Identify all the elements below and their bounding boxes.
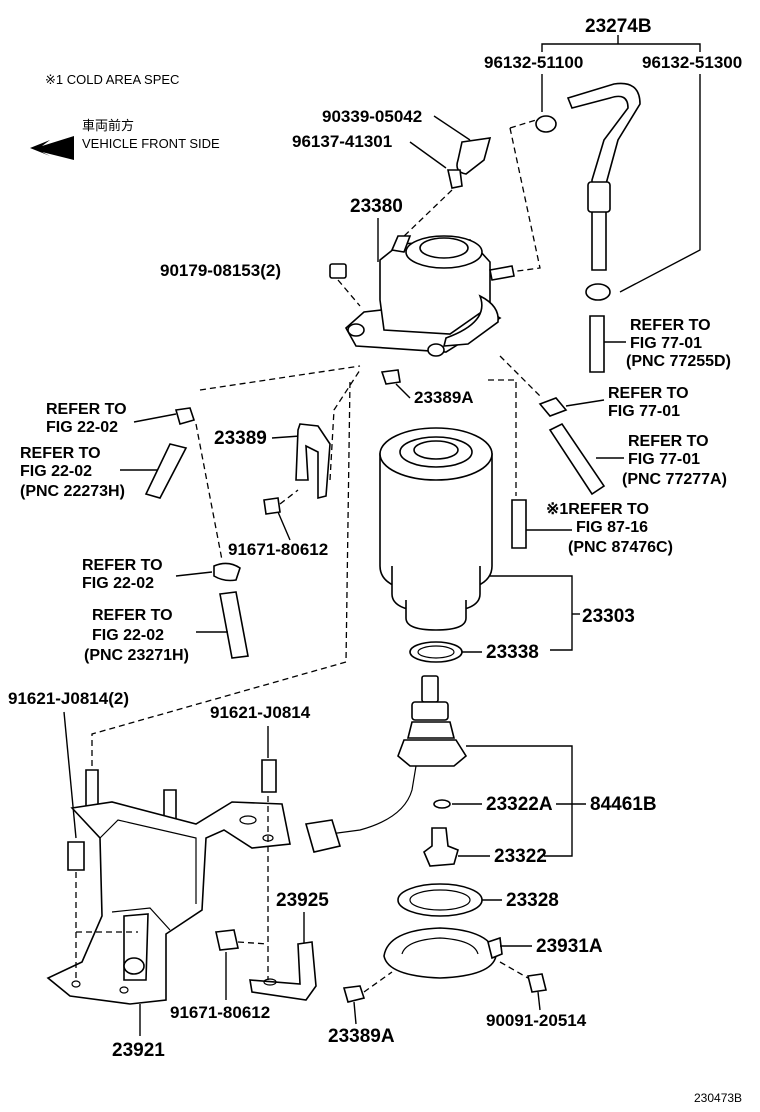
ref-22-a[interactable]: REFER TO FIG 22-02 xyxy=(46,401,127,436)
svg-text:FIG 22-02: FIG 22-02 xyxy=(82,575,154,592)
part-90179-08153[interactable]: 90179-08153(2) xyxy=(160,261,281,280)
part-91671-80612-bottom[interactable]: 91671-80612 xyxy=(170,1003,270,1022)
front-arrow-icon xyxy=(30,136,74,160)
clamp-23931A xyxy=(383,927,497,979)
ref-22-c[interactable]: REFER TO FIG 22-02 xyxy=(82,557,163,592)
part-23921[interactable]: 23921 xyxy=(112,1040,165,1061)
part-23380[interactable]: 23380 xyxy=(350,196,403,217)
filter-head-23380 xyxy=(344,235,515,357)
part-90091-20514[interactable]: 90091-20514 xyxy=(486,1011,587,1030)
svg-text:FIG 22-02: FIG 22-02 xyxy=(92,627,164,644)
cold-area-spec-note: ※1 COLD AREA SPEC xyxy=(45,72,179,87)
svg-text:(PNC 77277A): (PNC 77277A) xyxy=(622,471,727,488)
hose-77277A xyxy=(548,422,606,496)
clip-22-c xyxy=(213,562,241,582)
svg-text:FIG 77-01: FIG 77-01 xyxy=(630,335,702,352)
ref-77-low[interactable]: REFER TO FIG 77-01 (PNC 77277A) xyxy=(622,433,727,488)
part-91621-J0814-2[interactable]: 91621-J0814(2) xyxy=(8,689,129,708)
part-96132-51300[interactable]: 96132-51300 xyxy=(642,53,742,72)
part-23389A-bottom[interactable]: 23389A xyxy=(328,1026,395,1047)
ref-22-d[interactable]: REFER TO FIG 22-02 (PNC 23271H) xyxy=(84,607,189,664)
vehicle-front-side-label: VEHICLE FRONT SIDE xyxy=(82,136,220,151)
clip-23389A-bottom xyxy=(342,985,366,1003)
mounting-bracket-23921 xyxy=(46,801,291,1005)
bolt-91621-J0814-2 xyxy=(67,841,85,871)
svg-text:※1REFER TO: ※1REFER TO xyxy=(546,501,649,518)
water-sensor-84461B xyxy=(304,675,468,853)
part-96132-51100[interactable]: 96132-51100 xyxy=(484,53,583,72)
part-84461B[interactable]: 84461B xyxy=(590,794,657,815)
bolt-91671-80612-top xyxy=(263,497,281,515)
svg-text:(PNC 23271H): (PNC 23271H) xyxy=(84,647,189,664)
part-90339-05042[interactable]: 90339-05042 xyxy=(322,107,422,126)
svg-text:FIG 22-02: FIG 22-02 xyxy=(46,419,118,436)
bracket-23274B xyxy=(541,43,701,52)
part-91671-80612-top[interactable]: 91671-80612 xyxy=(228,540,328,559)
svg-text:(PNC 77255D): (PNC 77255D) xyxy=(626,353,731,370)
part-23322[interactable]: 23322 xyxy=(494,846,547,867)
hose-22273H xyxy=(144,443,188,499)
bolt-91671-80612-bottom xyxy=(215,929,239,951)
clip-77-mid xyxy=(538,397,568,417)
svg-text:REFER TO: REFER TO xyxy=(46,401,127,418)
screw-90091-20514 xyxy=(527,973,547,993)
part-23322A[interactable]: 23322A xyxy=(486,794,553,815)
clip-23389A-top xyxy=(380,369,401,385)
drain-plug-23322 xyxy=(423,827,459,867)
part-23338[interactable]: 23338 xyxy=(486,642,539,663)
part-23303[interactable]: 23303 xyxy=(582,606,635,627)
part-23931A[interactable]: 23931A xyxy=(536,936,603,957)
part-23389A-top[interactable]: 23389A xyxy=(414,388,474,407)
hose-clip-96132-51300 xyxy=(585,283,611,301)
hose-clip-96132-51100 xyxy=(535,115,557,133)
part-23925[interactable]: 23925 xyxy=(276,890,329,911)
hose-23271H xyxy=(219,591,249,659)
hose-77255D xyxy=(589,315,605,373)
bolt-91621-J0814 xyxy=(261,759,277,793)
hose-87476C xyxy=(511,499,527,549)
nut-90179-08153 xyxy=(329,263,347,279)
svg-text:REFER TO: REFER TO xyxy=(628,433,709,450)
vehicle-front-jp-label: 車両前方 xyxy=(82,118,134,133)
filter-cartridge-23303 xyxy=(379,427,493,631)
bracket-23925 xyxy=(249,941,317,1001)
part-91621-J0814[interactable]: 91621-J0814 xyxy=(210,703,311,722)
svg-text:FIG 87-16: FIG 87-16 xyxy=(576,519,648,536)
ref-77-top[interactable]: REFER TO FIG 77-01 (PNC 77255D) xyxy=(626,317,731,370)
cap-90339-05042 xyxy=(456,137,492,175)
part-96137-41301[interactable]: 96137-41301 xyxy=(292,132,392,151)
clip-96137-41301 xyxy=(447,169,463,189)
svg-text:(PNC 22273H): (PNC 22273H) xyxy=(20,483,125,500)
catalog-id: 230473B xyxy=(694,1091,742,1105)
bracket-23389 xyxy=(295,423,331,500)
svg-text:REFER TO: REFER TO xyxy=(92,607,173,624)
ref-87[interactable]: ※1REFER TO FIG 87-16 (PNC 87476C) xyxy=(546,501,673,556)
svg-text:FIG 22-02: FIG 22-02 xyxy=(20,463,92,480)
svg-text:REFER TO: REFER TO xyxy=(82,557,163,574)
ref-77-mid[interactable]: REFER TO FIG 77-01 xyxy=(608,385,689,420)
svg-text:FIG 77-01: FIG 77-01 xyxy=(608,403,680,420)
svg-text:(PNC 87476C): (PNC 87476C) xyxy=(568,539,673,556)
svg-text:FIG 77-01: FIG 77-01 xyxy=(628,451,700,468)
svg-text:REFER TO: REFER TO xyxy=(20,445,101,462)
part-23389[interactable]: 23389 xyxy=(214,428,267,449)
part-23328[interactable]: 23328 xyxy=(506,890,559,911)
o-ring-23322A xyxy=(433,799,451,809)
svg-text:REFER TO: REFER TO xyxy=(608,385,689,402)
clip-22-a xyxy=(174,407,196,425)
ref-22-b[interactable]: REFER TO FIG 22-02 (PNC 22273H) xyxy=(20,445,125,500)
fuel-hose-23274B xyxy=(566,82,641,271)
part-23274B[interactable]: 23274B xyxy=(585,16,652,37)
svg-text:REFER TO: REFER TO xyxy=(630,317,711,334)
